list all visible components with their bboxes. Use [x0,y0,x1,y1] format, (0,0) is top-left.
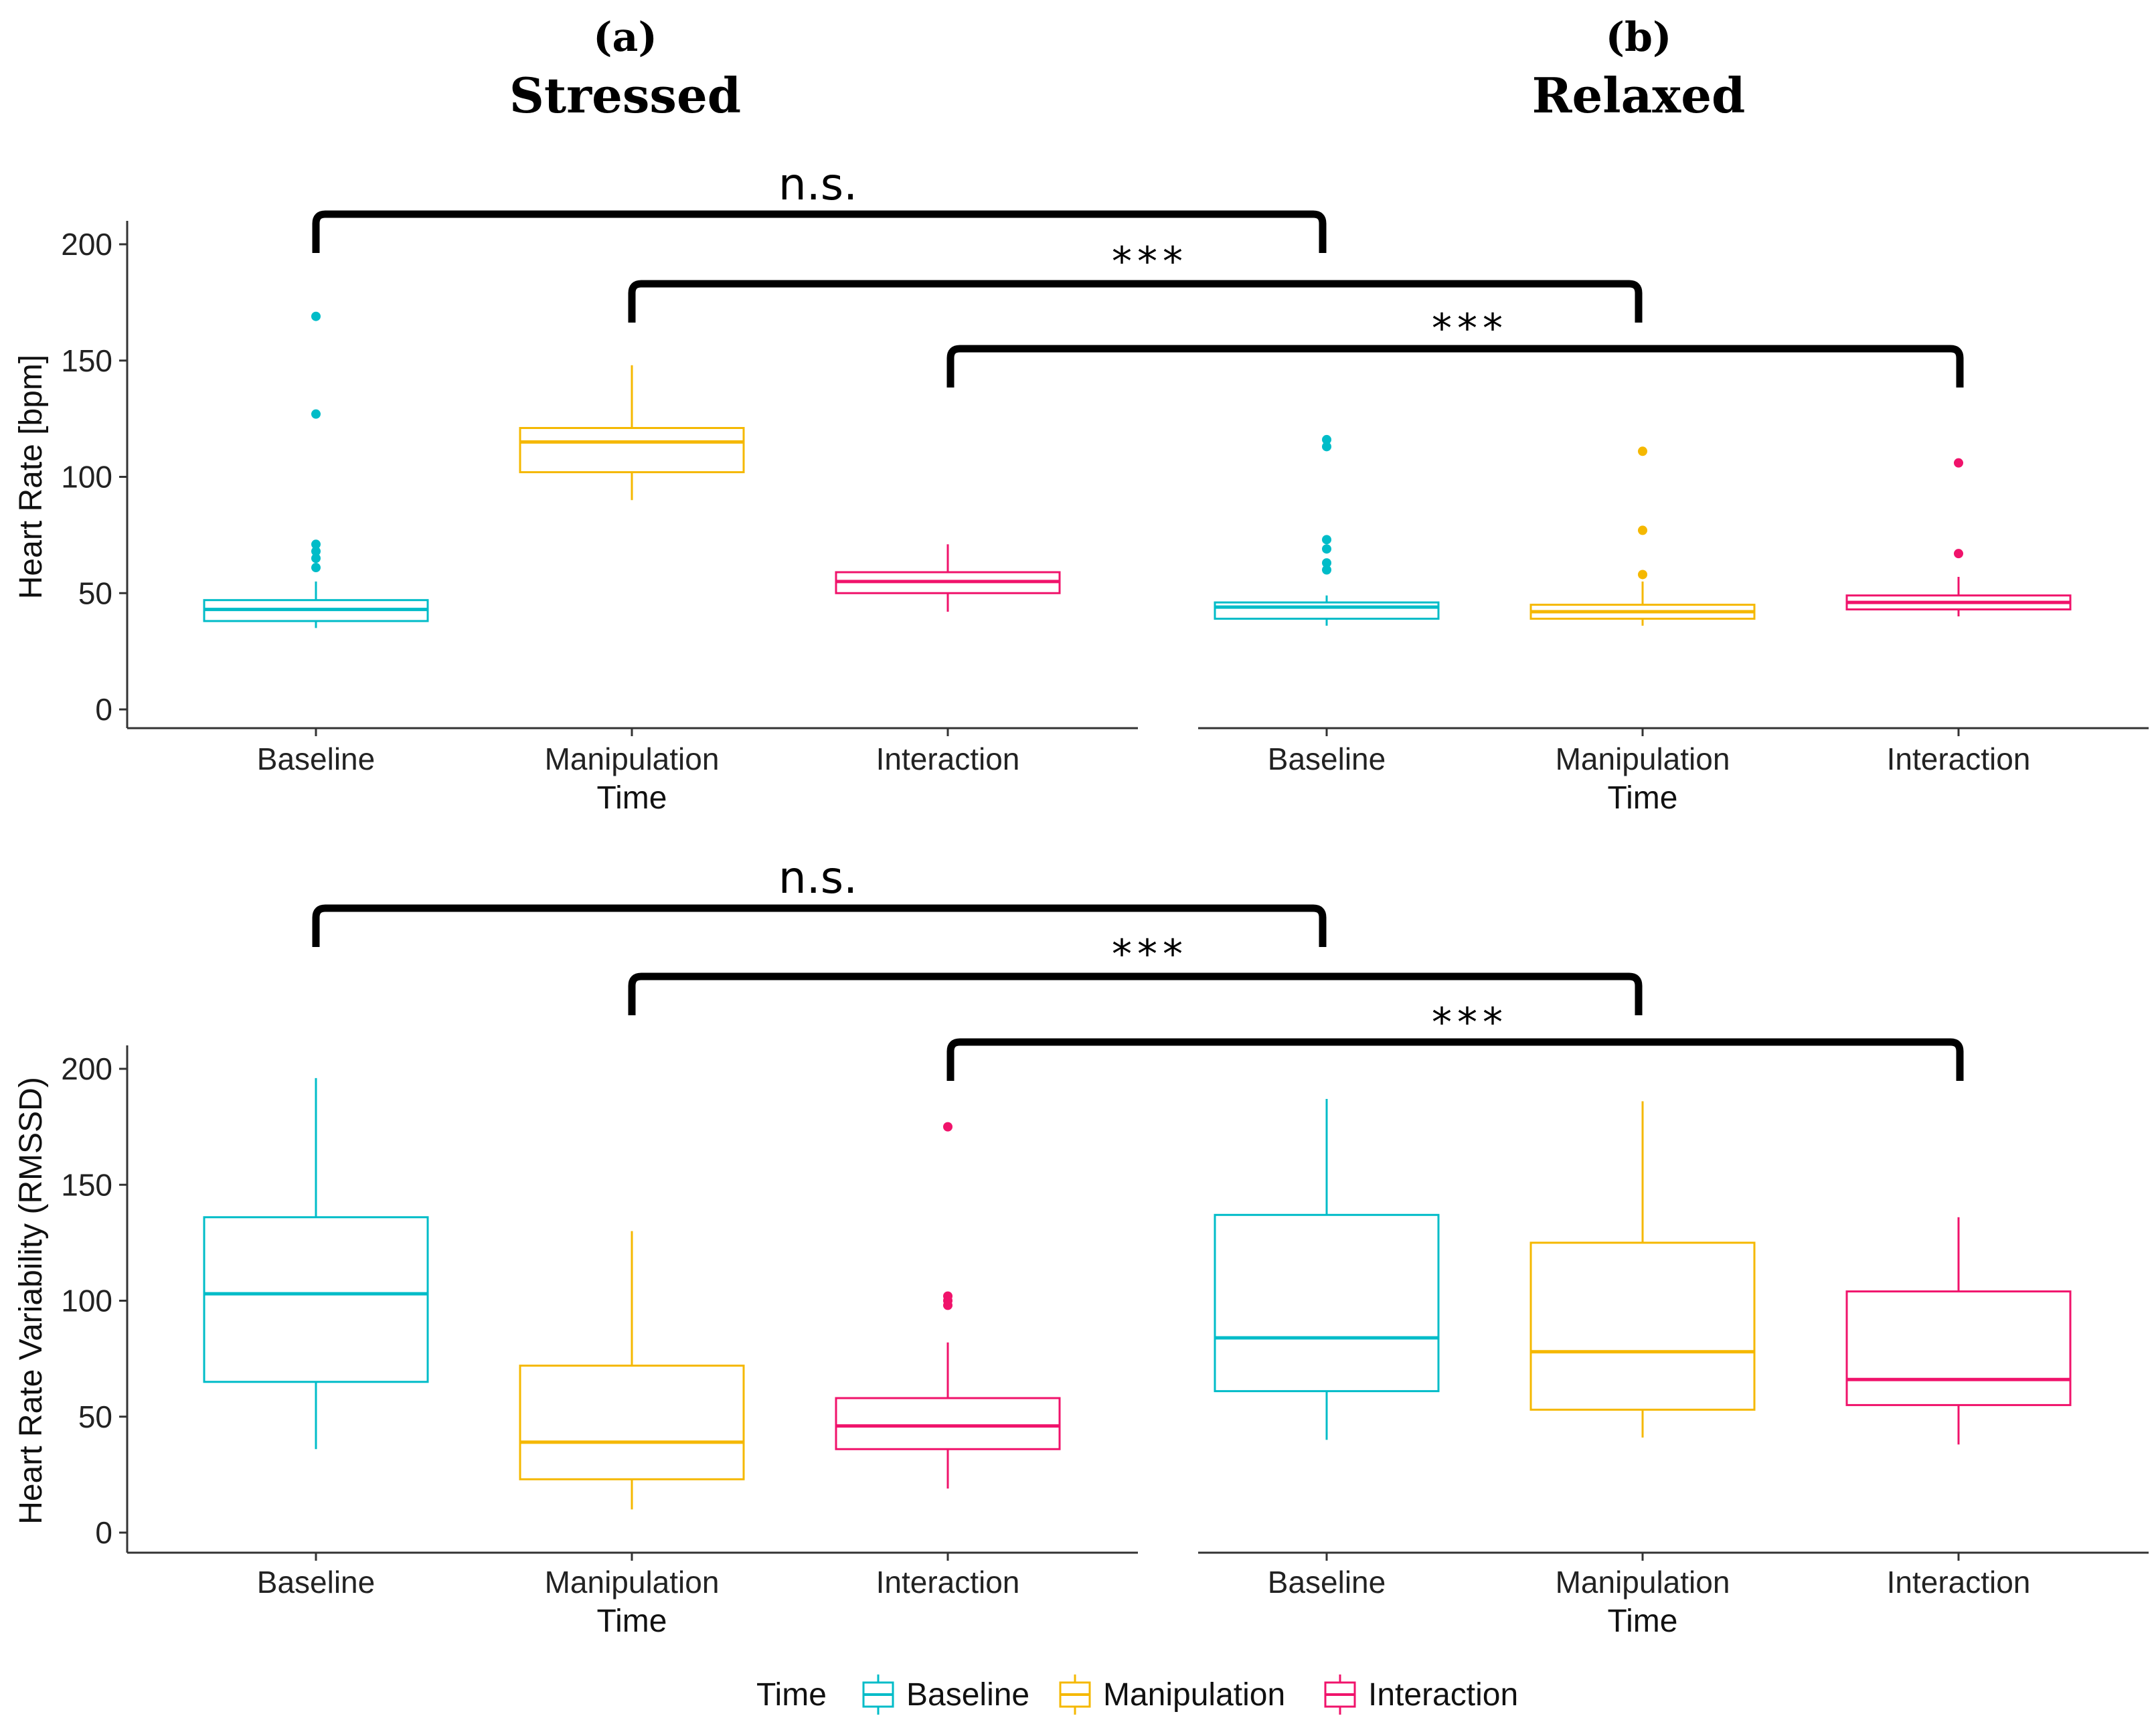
box-iqr [835,1397,1061,1450]
legend-label: Baseline [906,1677,1029,1713]
x-tick-label: Baseline [257,742,375,776]
y-tick-label: 50 [78,1399,112,1434]
outlier-point [1322,535,1331,545]
outlier-point [311,563,321,573]
outlier-point [1638,525,1647,535]
y-tick-label: 100 [61,460,112,495]
panel-b-letter: (b) [1606,14,1672,61]
outlier-point [1322,565,1331,575]
outlier-point [311,409,321,419]
y-axis-title: Heart Rate [bpm] [13,355,49,599]
panel-a-title: Stressed [509,67,741,124]
y-tick-label: 200 [61,1051,112,1086]
panel-a-letter: (a) [593,14,657,61]
outlier-point [1954,458,1963,468]
box-iqr [1845,1290,2072,1406]
outlier-point [1322,434,1331,444]
box-manipulation [1529,446,1756,626]
x-tick-label: Manipulation [545,1565,720,1600]
y-tick-label: 0 [95,1515,112,1550]
significance-label: *** [1112,238,1188,285]
x-tick-label: Manipulation [545,742,720,776]
x-tick-label: Interaction [1887,1565,2031,1600]
significance-label: n.s. [778,159,857,210]
box-iqr [519,1365,745,1480]
significance-bracket [312,904,1327,947]
outlier-point [1638,570,1647,580]
legend-key-manipulation [1059,1674,1091,1715]
significance-bracket [312,210,1327,253]
outlier-point [943,1291,952,1301]
box-baseline [203,311,429,628]
x-axis-title: Time [597,780,667,816]
outlier-point [1322,442,1331,452]
x-axis-title: Time [597,1604,667,1639]
significance-bracket [628,972,1643,1015]
box-manipulation [519,1231,745,1510]
box-manipulation [1529,1101,1756,1438]
x-tick-label: Manipulation [1556,1565,1730,1600]
x-tick-label: Manipulation [1556,742,1730,776]
x-tick-label: Interaction [1887,742,2031,776]
box-baseline [1214,1099,1440,1440]
box-manipulation [519,365,745,501]
outlier-point [1322,558,1331,568]
box-interaction [1845,458,2072,616]
y-tick-label: 0 [95,692,112,727]
y-tick-label: 100 [61,1284,112,1318]
x-tick-label: Baseline [1268,1565,1386,1600]
significance-bracket [628,280,1643,323]
y-axis-title: Heart Rate Variability (RMSSD) [13,1077,49,1525]
x-tick-label: Baseline [257,1565,375,1600]
box-baseline [1214,434,1440,626]
significance-label: *** [1112,931,1188,978]
significance-bracket [946,345,1964,388]
significance-label: n.s. [778,852,857,904]
outlier-point [1954,549,1963,559]
x-axis-title: Time [1608,1604,1678,1639]
significance-label: *** [1432,305,1508,352]
y-tick-label: 200 [61,227,112,262]
x-tick-label: Interaction [876,1565,1020,1600]
x-tick-label: Interaction [876,742,1020,776]
legend-label: Manipulation [1103,1677,1285,1713]
significance-bracket [946,1038,1964,1081]
box-iqr [1214,601,1440,620]
box-interaction [835,544,1061,612]
outlier-point [1322,544,1331,554]
outlier-point [311,539,321,549]
legend-key-baseline [862,1674,894,1715]
legend-key-interaction [1324,1674,1356,1715]
box-iqr [1214,1213,1440,1393]
legend-label: Interaction [1368,1677,1518,1713]
box-interaction [1845,1217,2072,1445]
y-tick-label: 150 [61,343,112,378]
legend-title: Time [756,1677,827,1713]
outlier-point [1638,446,1647,456]
y-tick-label: 150 [61,1167,112,1202]
outlier-point [311,553,321,564]
outlier-point [311,311,321,321]
y-tick-label: 50 [78,576,112,610]
box-interaction [835,1122,1061,1489]
box-iqr [203,1216,429,1383]
box-iqr [519,427,745,474]
box-iqr [1529,1241,1756,1411]
x-tick-label: Baseline [1268,742,1386,776]
x-axis-title: Time [1608,780,1678,816]
box-baseline [203,1078,429,1450]
significance-label: *** [1432,999,1508,1046]
panel-b-title: Relaxed [1532,67,1746,124]
outlier-point [943,1122,952,1132]
legend: Time Baseline Manipulation Interaction [756,1674,1518,1715]
outlier-point [311,546,321,556]
